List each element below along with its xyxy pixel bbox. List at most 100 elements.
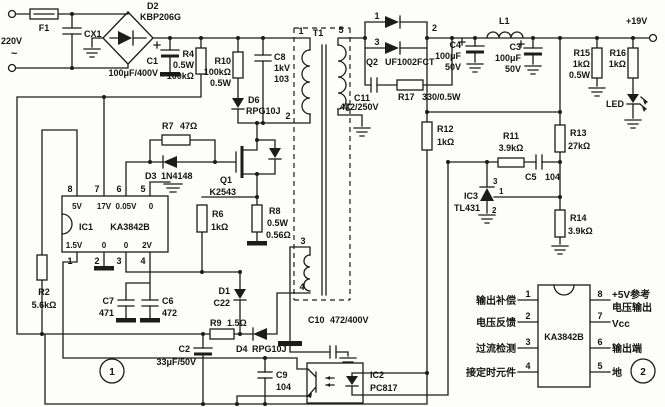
svg-text:3.9kΩ: 3.9kΩ xyxy=(499,143,524,153)
capacitor-cx1: CX1 xyxy=(62,27,102,39)
svg-text:5: 5 xyxy=(338,25,343,35)
led-indicator: LED xyxy=(606,94,648,129)
svg-text:8: 8 xyxy=(67,184,72,194)
resistor-r14: R14 3.9kΩ xyxy=(551,209,593,255)
svg-text:6: 6 xyxy=(597,337,602,347)
diode-d1: D1 C22 xyxy=(213,286,247,308)
svg-text:0.56Ω: 0.56Ω xyxy=(266,230,291,240)
ground-bar-icon xyxy=(116,318,136,323)
svg-text:C8: C8 xyxy=(274,52,286,62)
svg-text:地: 地 xyxy=(612,366,622,379)
svg-text:R14: R14 xyxy=(570,213,587,223)
diode-icon xyxy=(232,98,244,108)
svg-text:过流检测: 过流检测 xyxy=(476,342,516,355)
led-icon xyxy=(346,376,358,385)
svg-text:50V: 50V xyxy=(505,64,521,74)
diode-icon xyxy=(163,156,177,168)
svg-text:UF1002FCT: UF1002FCT xyxy=(385,57,435,67)
svg-text:输出补偿: 输出补偿 xyxy=(476,294,516,307)
svg-text:0.5W: 0.5W xyxy=(267,218,289,228)
svg-text:1kΩ: 1kΩ xyxy=(573,59,590,69)
diode-icon xyxy=(385,42,399,54)
svg-text:Vcc: Vcc xyxy=(612,319,630,330)
resistor-r2: R2 5.6kΩ xyxy=(32,254,57,310)
tl431-icon xyxy=(480,188,494,201)
diode-icon xyxy=(234,289,246,299)
svg-text:F1: F1 xyxy=(39,23,50,33)
ac-terminal-live xyxy=(7,9,17,19)
svg-text:104: 104 xyxy=(276,382,291,392)
svg-text:IC1: IC1 xyxy=(79,222,93,232)
aux-winding-icon xyxy=(303,254,311,292)
svg-text:0.05V: 0.05V xyxy=(116,202,138,211)
svg-text:50V: 50V xyxy=(445,62,461,72)
svg-text:D6: D6 xyxy=(248,95,260,105)
svg-text:3: 3 xyxy=(525,337,530,347)
svg-text:RPG10J: RPG10J xyxy=(246,106,281,116)
svg-text:5.6kΩ: 5.6kΩ xyxy=(32,300,57,310)
capacitor-c4: C4 100μF 50V xyxy=(435,38,485,73)
note-marker-2: 2 xyxy=(630,358,656,384)
svg-text:2: 2 xyxy=(525,311,530,321)
svg-text:4: 4 xyxy=(140,256,145,266)
ground-icon xyxy=(353,127,371,137)
svg-text:2: 2 xyxy=(432,23,437,33)
svg-text:8: 8 xyxy=(597,289,602,299)
svg-text:3: 3 xyxy=(300,236,305,246)
ground-icon xyxy=(478,214,496,224)
svg-text:R10: R10 xyxy=(214,56,231,66)
ground-bar-icon xyxy=(278,341,302,346)
svg-text:C6: C6 xyxy=(162,296,174,306)
svg-text:100kΩ: 100kΩ xyxy=(167,71,194,81)
svg-text:7: 7 xyxy=(597,311,602,321)
svg-text:输出端: 输出端 xyxy=(612,342,642,355)
svg-text:R7: R7 xyxy=(162,121,174,131)
svg-text:472/400V: 472/400V xyxy=(330,315,369,325)
resistor-r13: R13 27kΩ xyxy=(554,124,590,153)
ic-notch-icon xyxy=(553,284,575,296)
svg-text:17V: 17V xyxy=(97,202,112,211)
svg-text:C7: C7 xyxy=(102,296,114,306)
bridge-part: KBP206G xyxy=(140,12,181,22)
svg-text:+5V参考: +5V参考 xyxy=(612,288,650,301)
svg-text:1N4148: 1N4148 xyxy=(161,171,193,181)
ground-bar-icon xyxy=(140,318,160,323)
svg-text:1.5V: 1.5V xyxy=(66,241,83,250)
note-marker-1: 1 xyxy=(99,358,125,384)
svg-text:R4: R4 xyxy=(182,49,194,59)
svg-text:PC817: PC817 xyxy=(370,383,398,393)
resistor-r10: R10 100kΩ 0.5W xyxy=(204,51,244,88)
svg-text:C1: C1 xyxy=(146,56,158,66)
capacitor-c10: C10 472/400V xyxy=(308,315,369,367)
diode-icon xyxy=(253,328,267,340)
svg-text:47Ω: 47Ω xyxy=(180,121,197,131)
svg-text:4: 4 xyxy=(299,282,304,292)
capacitor-c1: C1 100μF/400V xyxy=(108,41,180,78)
optocoupler-ic2: IC2 PC817 xyxy=(306,362,398,404)
svg-text:7: 7 xyxy=(94,184,99,194)
svg-text:R9: R9 xyxy=(210,318,222,328)
bridge-rectifier-d2: R4 D2 KBP206G xyxy=(83,1,181,65)
shunt-regulator-ic3: IC3 TL431 3 1 2 xyxy=(454,177,504,224)
svg-text:Q2: Q2 xyxy=(366,57,378,67)
ground-bar-icon xyxy=(94,266,114,271)
svg-text:1kΩ: 1kΩ xyxy=(609,59,626,69)
ac-tilde: ~ xyxy=(11,48,18,60)
svg-text:2: 2 xyxy=(492,206,497,215)
svg-text:电压反馈: 电压反馈 xyxy=(476,316,516,329)
svg-text:R11: R11 xyxy=(503,131,519,141)
svg-text:1: 1 xyxy=(109,367,115,378)
svg-text:472/250V: 472/250V xyxy=(340,102,379,112)
body-diode-icon xyxy=(269,148,281,158)
svg-text:1kΩ: 1kΩ xyxy=(437,137,454,147)
resistor-r6: R6 1kΩ xyxy=(196,204,228,233)
svg-text:5V: 5V xyxy=(72,202,82,211)
capacitor-c8: C8 1kV 103 xyxy=(254,52,290,84)
svg-text:LED: LED xyxy=(606,99,625,109)
ground-bar-icon xyxy=(247,241,267,246)
capacitor-c7: C7 471 xyxy=(99,296,136,323)
svg-text:330/0.5W: 330/0.5W xyxy=(422,92,461,102)
ground-icon xyxy=(551,245,569,255)
svg-text:R17: R17 xyxy=(398,92,415,102)
